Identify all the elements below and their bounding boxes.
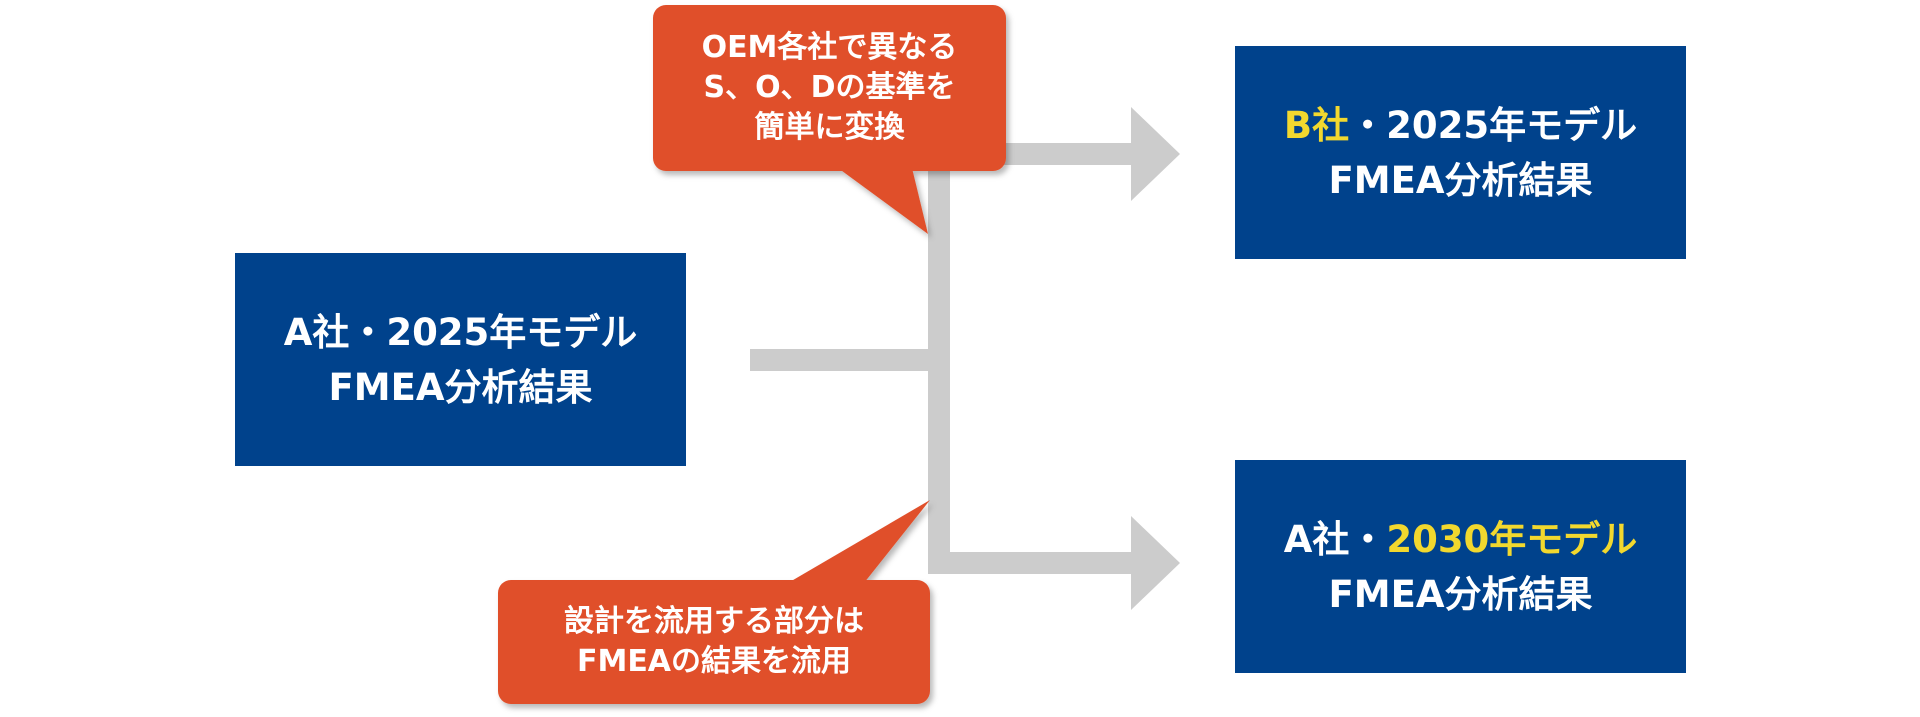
connector-lower-branch — [950, 552, 1132, 574]
callout-bottom-line1: 設計を流用する部分は — [564, 604, 864, 639]
company-a-prefix: A社・ — [1283, 517, 1387, 561]
callout-top: OEM各社で異なる S、O、Dの基準を 簡単に変換 — [653, 6, 1006, 170]
source-model-line1: A社・2025年モデル — [283, 310, 638, 354]
target-company-b-line1: B社・2025年モデル — [1284, 98, 1637, 153]
target-a-2030-box: A社・2030年モデル FMEA分析結果 — [1235, 460, 1686, 673]
callout-top-line1: OEM各社で異なる — [701, 30, 958, 65]
target-a-2030-line2: FMEA分析結果 — [1328, 572, 1593, 616]
model-2030-highlight: 2030年モデル — [1386, 517, 1638, 561]
target-company-b-line2: FMEA分析結果 — [1328, 158, 1593, 202]
connector-source-stub — [750, 349, 928, 371]
callout-top-line3: 簡単に変換 — [754, 110, 905, 145]
company-b-highlight: B社 — [1283, 103, 1350, 147]
callout-top-bubble — [653, 5, 1006, 234]
callout-bottom: 設計を流用する部分は FMEAの結果を流用 — [498, 581, 930, 703]
source-model-box: A社・2025年モデル FMEA分析結果 — [235, 253, 686, 466]
connector-vertical-trunk — [928, 143, 950, 574]
callout-bottom-bubble — [498, 500, 930, 704]
company-b-model-year: ・2025年モデル — [1349, 103, 1638, 147]
callout-bottom-line2: FMEAの結果を流用 — [576, 644, 852, 679]
arrow-head-upper — [1131, 107, 1180, 201]
target-company-b-box: B社・2025年モデル FMEA分析結果 — [1235, 46, 1686, 259]
target-a-2030-line1: A社・2030年モデル — [1284, 512, 1638, 567]
arrow-head-lower — [1131, 516, 1180, 610]
source-model-line2: FMEA分析結果 — [328, 365, 593, 409]
callout-top-line2: S、O、Dの基準を — [703, 70, 956, 105]
